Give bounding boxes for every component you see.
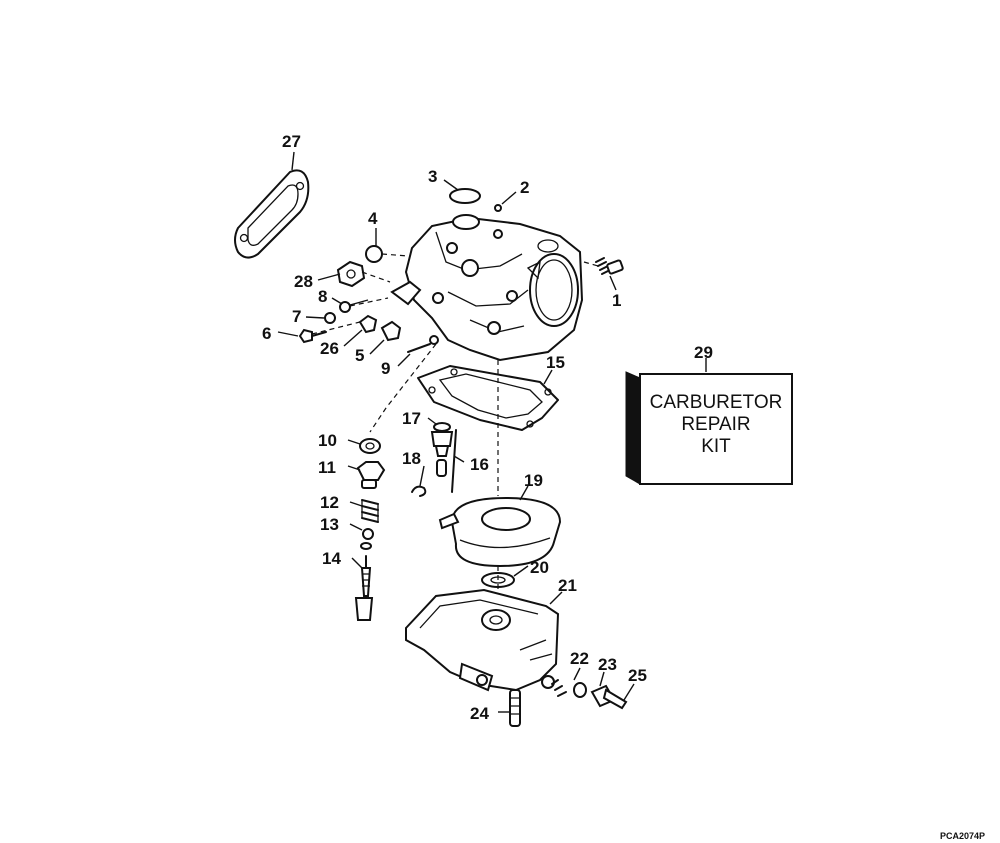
- part-2-ball: [494, 204, 502, 212]
- part-13-washer: [360, 528, 374, 550]
- part-17-gasket: [433, 422, 451, 432]
- callout-6: 6: [262, 324, 271, 343]
- kit-line-1: CARBURETOR: [650, 392, 783, 413]
- part-3-plug: [449, 188, 481, 204]
- callout-1: 1: [612, 291, 621, 310]
- callout-15: 15: [546, 353, 565, 372]
- part-4-ball: [365, 245, 383, 263]
- part-15-gasket: [417, 365, 559, 431]
- callout-23: 23: [598, 655, 617, 674]
- callout-12: 12: [320, 493, 339, 512]
- part-6-screw: [298, 328, 327, 344]
- part-27-gasket: [234, 169, 310, 259]
- part-28-nut: [336, 260, 366, 288]
- callout-numbers: 27 3 2 4 28 8 7 6 26 5 9 1 15 29 17 16 1…: [262, 132, 713, 723]
- callout-29: 29: [694, 343, 713, 362]
- callout-4: 4: [368, 209, 378, 228]
- callout-17: 17: [402, 409, 421, 428]
- part-26-fitting: [358, 314, 378, 334]
- part-22-screw: [551, 679, 567, 697]
- callout-9: 9: [381, 359, 390, 378]
- callout-10: 10: [318, 431, 337, 450]
- figure-code: PCA2074P: [940, 831, 985, 841]
- part-8-fitting: [339, 299, 369, 313]
- part-carburetor-body: [390, 214, 584, 362]
- assembly-line-needle: [369, 343, 437, 433]
- assembly-line-screw: [583, 261, 599, 267]
- callout-18: 18: [402, 449, 421, 468]
- part-1-screw: [595, 257, 624, 275]
- callout-3: 3: [428, 167, 437, 186]
- part-9-pin: [407, 335, 439, 353]
- callout-22: 22: [570, 649, 589, 668]
- callout-28: 28: [294, 272, 313, 291]
- callout-13: 13: [320, 515, 339, 534]
- callout-2: 2: [520, 178, 529, 197]
- part-18-clip: [411, 485, 427, 497]
- callout-24: 24: [470, 704, 489, 723]
- part-23-washer: [573, 682, 587, 698]
- callout-20: 20: [530, 558, 549, 577]
- part-12-spring: [361, 499, 379, 523]
- callout-5: 5: [355, 346, 364, 365]
- callout-7: 7: [292, 307, 301, 326]
- leader-lines: [277, 151, 707, 713]
- part-24-stud: [509, 689, 521, 727]
- part-14-needle: [354, 555, 374, 621]
- callout-11: 11: [318, 458, 336, 477]
- kit-line-2: REPAIR: [681, 414, 750, 435]
- part-16-seat: [430, 429, 457, 493]
- part-7-washer: [324, 312, 336, 324]
- callout-19: 19: [524, 471, 543, 490]
- callout-8: 8: [318, 287, 327, 306]
- callout-14: 14: [322, 549, 341, 568]
- part-10-washer: [359, 438, 381, 454]
- part-29-repair-kit: CARBURETOR REPAIR KIT: [625, 371, 793, 485]
- callout-25: 25: [628, 666, 647, 685]
- part-21-float-bowl: [405, 588, 560, 692]
- part-25-fitting: [590, 684, 628, 710]
- part-5-nut: [380, 320, 402, 342]
- part-19-float: [438, 496, 562, 568]
- part-11-packing-nut: [356, 461, 386, 489]
- assembly-line-ball: [381, 253, 409, 257]
- kit-line-3: KIT: [701, 436, 731, 457]
- callout-21: 21: [558, 576, 577, 595]
- callout-16: 16: [470, 455, 489, 474]
- callout-26: 26: [320, 339, 339, 358]
- callout-27: 27: [282, 132, 301, 151]
- assembly-line-nut: [311, 271, 391, 335]
